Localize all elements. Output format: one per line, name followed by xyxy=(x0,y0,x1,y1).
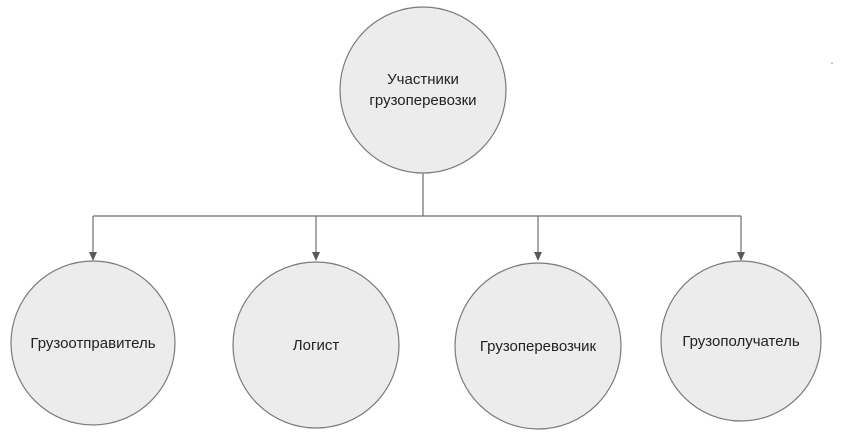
consignee-node-circle xyxy=(660,260,822,422)
root-label-line-1: Участники xyxy=(387,71,459,88)
node-logist: Логист xyxy=(232,261,400,429)
stray-dot xyxy=(831,62,833,64)
root-node-circle xyxy=(339,6,507,174)
node-shipper: Грузоотправитель xyxy=(10,260,176,426)
root-label-line-2: грузоперевозки xyxy=(369,92,476,109)
logist-node-circle xyxy=(232,261,400,429)
shipper-label: Грузоотправитель xyxy=(30,335,155,352)
node-consignee: Грузополучатель xyxy=(660,260,822,422)
consignee-label: Грузополучатель xyxy=(682,333,800,350)
arrowhead-consignee xyxy=(737,252,745,261)
logist-label: Логист xyxy=(293,337,340,354)
arrowhead-logist xyxy=(312,252,320,261)
shipper-node-circle xyxy=(10,260,176,426)
arrowhead-carrier xyxy=(534,252,542,261)
arrowhead-shipper xyxy=(89,252,97,261)
node-root-participants: Участники грузоперевозки xyxy=(339,6,507,174)
carrier-node-circle xyxy=(454,262,622,430)
carrier-label: Грузоперевозчик xyxy=(480,338,597,355)
node-carrier: Грузоперевозчик xyxy=(454,262,622,430)
connectors xyxy=(89,172,745,261)
